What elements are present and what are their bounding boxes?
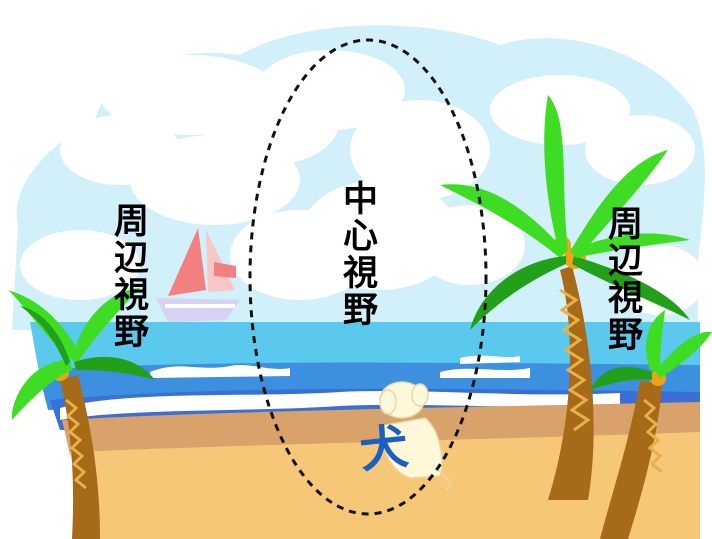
sailboat-icon bbox=[156, 228, 240, 322]
central-vision-label: 中心視野 bbox=[337, 180, 377, 328]
palm-tree-icon bbox=[8, 288, 155, 539]
peripheral-vision-label-right: 周辺視野 bbox=[602, 205, 642, 353]
dog-icon bbox=[379, 381, 452, 491]
sand bbox=[70, 432, 700, 539]
clouds bbox=[20, 50, 705, 315]
central-vision-ellipse bbox=[248, 38, 488, 516]
palm-tree-icon bbox=[440, 95, 712, 539]
waves bbox=[60, 355, 620, 420]
dog-label: 犬 bbox=[357, 418, 411, 480]
peripheral-vision-label-left: 周辺視野 bbox=[108, 202, 148, 350]
sand-patch bbox=[340, 510, 500, 539]
